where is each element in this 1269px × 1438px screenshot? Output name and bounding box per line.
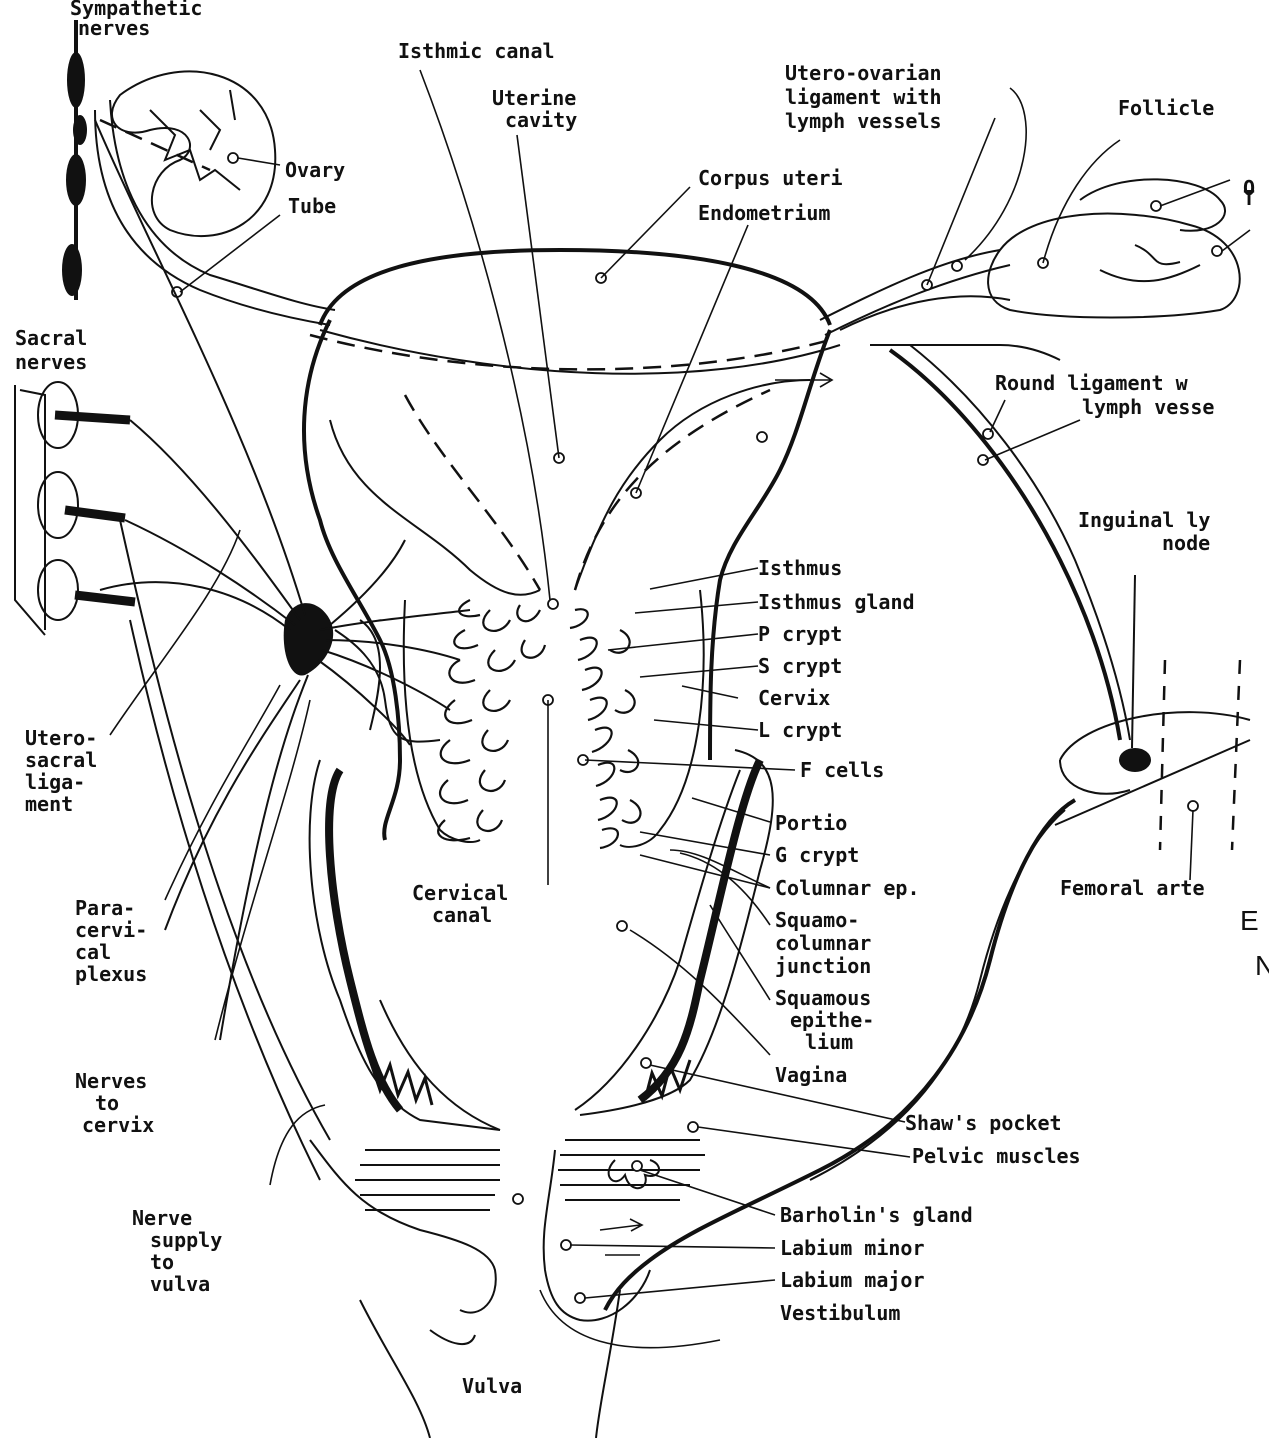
- label-utero-ovarian-line2: ligament with: [785, 85, 942, 109]
- label-f-cells: F cells: [800, 758, 884, 782]
- label-cervical-canal-line2: canal: [432, 903, 492, 927]
- label-inguinal-node-line2: node: [1162, 531, 1210, 555]
- label-columnar-ep: Columnar ep.: [775, 876, 920, 900]
- label-squamous-epithelium-line3: lium: [805, 1030, 853, 1054]
- label-nerve-supply-line4: vulva: [150, 1272, 210, 1296]
- label-nerves-to-cervix-line2: to: [95, 1091, 119, 1115]
- label-femoral-artery: Femoral arte: [1060, 876, 1205, 900]
- label-utero-ovarian-line1: Utero-ovarian: [785, 61, 942, 85]
- label-squamous-epithelium-line2: epithe-: [790, 1008, 874, 1032]
- label-para-cervical-line2: cervi-: [75, 918, 147, 942]
- label-vulva: Vulva: [462, 1374, 522, 1398]
- edge-fragment-1: E: [1240, 905, 1259, 936]
- left-ovary: [100, 71, 275, 236]
- label-ovary: Ovary: [285, 158, 345, 182]
- label-nerves-to-cervix-line3: cervix: [82, 1113, 154, 1137]
- label-para-cervical-line4: plexus: [75, 962, 147, 986]
- label-pelvic-muscles: Pelvic muscles: [912, 1144, 1081, 1168]
- label-sacral-nerves-line2: nerves: [15, 350, 87, 374]
- label-isthmic-canal: Isthmic canal: [398, 39, 555, 63]
- cervical-crypts-right: [570, 609, 640, 848]
- label-l-crypt: L crypt: [758, 718, 842, 742]
- label-squamo-columnar-line3: junction: [775, 954, 871, 978]
- label-round-ligament-line1: Round ligament w: [995, 371, 1189, 395]
- sympathetic-chain: [62, 20, 87, 300]
- label-nerve-supply-line2: supply: [150, 1228, 222, 1252]
- label-endometrium: Endometrium: [698, 201, 830, 225]
- label-para-cervical-line1: Para-: [75, 896, 135, 920]
- label-tube: Tube: [288, 194, 336, 218]
- label-squamous-epithelium-line1: Squamous: [775, 986, 871, 1010]
- right-ovary: [988, 179, 1240, 317]
- label-uterine-cavity-line2: cavity: [505, 108, 577, 132]
- label-portio: Portio: [775, 811, 847, 835]
- label-sympathetic-line2: nerves: [78, 16, 150, 40]
- label-vagina: Vagina: [775, 1063, 847, 1087]
- label-utero-sacral-line3: liga-: [25, 770, 85, 794]
- label-bartholin-gland: Barholin's gland: [780, 1203, 973, 1227]
- label-utero-sacral-line2: sacral: [25, 748, 97, 772]
- cervical-crypts-left: [438, 600, 545, 840]
- edge-fragment-2: N: [1255, 950, 1269, 981]
- label-nerve-supply-line3: to: [150, 1250, 174, 1274]
- pelvic-plexus: [95, 120, 470, 1180]
- label-isthmus-gland: Isthmus gland: [758, 590, 915, 614]
- label-corpus-uteri: Corpus uteri: [698, 166, 843, 190]
- label-shaws-pocket: Shaw's pocket: [905, 1111, 1062, 1135]
- label-isthmus: Isthmus: [758, 556, 842, 580]
- label-round-ligament-line2: lymph vesse: [1082, 395, 1214, 419]
- label-vestibulum: Vestibulum: [780, 1301, 900, 1325]
- label-squamo-columnar-line1: Squamo-: [775, 908, 859, 932]
- label-p-crypt: P crypt: [758, 622, 842, 646]
- label-nerve-supply-line1: Nerve: [132, 1206, 192, 1230]
- label-inguinal-node-line1: Inguinal ly: [1078, 508, 1210, 532]
- label-g-crypt: G crypt: [775, 843, 859, 867]
- label-utero-ovarian-line3: lymph vessels: [785, 109, 942, 133]
- label-labium-major: Labium major: [780, 1268, 925, 1292]
- label-tube-right-fragment: T: [1243, 186, 1255, 210]
- label-cervical-canal-line1: Cervical: [412, 881, 508, 905]
- uterus-body: [304, 250, 840, 840]
- label-sacral-nerves-line1: Sacral: [15, 326, 87, 350]
- label-utero-sacral-line4: ment: [25, 792, 73, 816]
- label-para-cervical-line3: cal: [75, 940, 111, 964]
- label-nerves-to-cervix-line1: Nerves: [75, 1069, 147, 1093]
- label-squamo-columnar-line2: columnar: [775, 931, 871, 955]
- label-follicle: Follicle: [1118, 96, 1214, 120]
- label-labium-minor: Labium minor: [780, 1236, 925, 1260]
- label-uterine-cavity-line1: Uterine: [492, 86, 576, 110]
- sacral-nerves: [15, 382, 135, 635]
- vagina: [310, 750, 773, 1130]
- cervical-canal: [404, 590, 704, 847]
- label-s-crypt: S crypt: [758, 654, 842, 678]
- label-cervix: Cervix: [758, 686, 830, 710]
- label-utero-sacral-line1: Utero-: [25, 726, 97, 750]
- utero-ovarian-ligament: [820, 250, 1010, 335]
